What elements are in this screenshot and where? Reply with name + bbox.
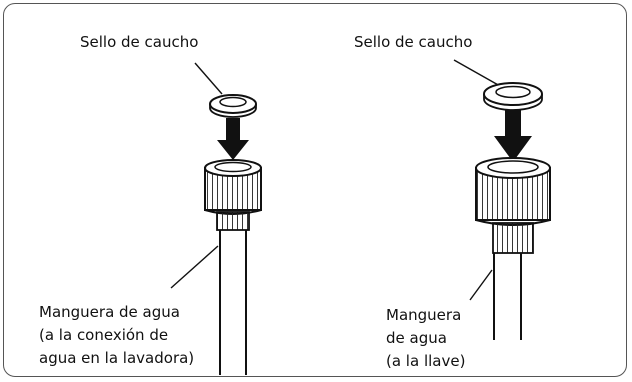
- right-rubber-seal: [483, 82, 543, 111]
- left-seal-leader: [194, 62, 223, 95]
- left-hose-label-line-3: agua en la lavadora): [39, 349, 195, 367]
- left-hose-leader: [170, 245, 219, 289]
- left-hose: [219, 230, 247, 375]
- left-hose-coupling: [204, 159, 262, 231]
- left-hose-label-line-1: Manguera de agua: [39, 303, 180, 321]
- right-hose-label-line-3: (a la llave): [386, 352, 466, 370]
- left-rubber-seal: [209, 94, 257, 118]
- right-hose-label-line-2: de agua: [386, 329, 447, 347]
- right-hose-label-line-1: Manguera: [386, 306, 462, 324]
- right-hose-leader: [469, 269, 493, 301]
- right-hose: [493, 253, 522, 340]
- right-seal-leader: [453, 59, 501, 87]
- right-hose-coupling: [475, 157, 551, 254]
- left-down-arrow: [217, 118, 249, 160]
- left-hose-label-line-2: (a la conexión de: [39, 326, 169, 344]
- right-assembly: [453, 59, 551, 340]
- left-assembly: [170, 62, 262, 375]
- right-down-arrow: [494, 110, 532, 162]
- right-seal-label: Sello de caucho: [354, 33, 473, 51]
- left-seal-label: Sello de caucho: [80, 33, 199, 51]
